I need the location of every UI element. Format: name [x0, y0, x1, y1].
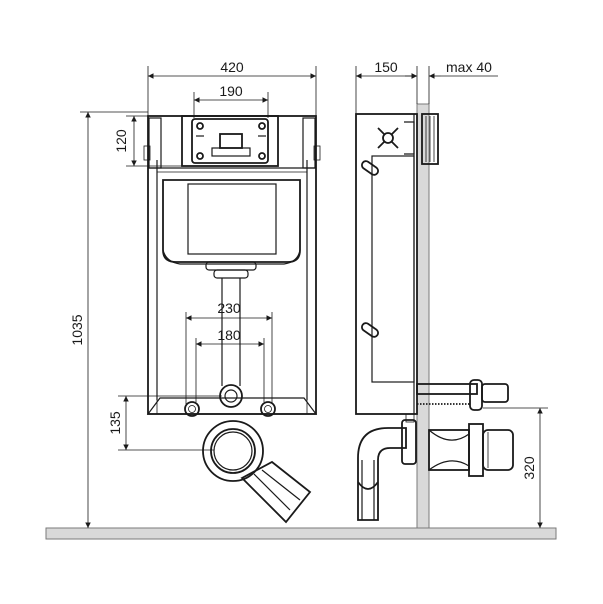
dimension-outlet-height: 135 — [107, 395, 222, 451]
frame-width-label: 420 — [220, 59, 244, 75]
side-frame — [355, 113, 418, 415]
dimension-frame-width: 420 — [147, 59, 317, 116]
wall — [416, 103, 430, 529]
total-height-label: 1035 — [69, 314, 85, 345]
side-depth-label: 150 — [374, 59, 398, 75]
dimension-side-outlet-height: 320 — [483, 407, 548, 528]
drain-elbow — [202, 420, 312, 524]
outlet-width-outer-label: 230 — [217, 300, 241, 316]
dimension-outlet-width-inner: 180 — [195, 327, 265, 402]
side-view: 150 max 40 320 — [355, 59, 548, 528]
floor — [45, 527, 557, 540]
top-height-label: 120 — [113, 129, 129, 153]
dimension-side-depth: 150 — [355, 59, 418, 114]
side-outlet-height-label: 320 — [521, 456, 537, 480]
top-plate-width-label: 190 — [219, 83, 243, 99]
cistern — [162, 179, 301, 386]
dimension-max-depth: max 40 — [405, 59, 498, 104]
dimension-top-plate-width: 190 — [193, 83, 269, 118]
dimension-top-height: 120 — [113, 115, 182, 167]
frame-outer — [147, 115, 317, 415]
max-depth-label: max 40 — [446, 59, 492, 75]
dimension-total-height: 1035 — [69, 111, 148, 528]
mounting-plate — [181, 115, 279, 167]
side-top-bracket — [377, 121, 415, 155]
side-flush-connection — [416, 379, 509, 411]
floor-and-wall — [45, 103, 557, 540]
front-view: 420 190 120 1035 230 — [69, 59, 321, 528]
outlet-width-inner-label: 180 — [217, 327, 241, 343]
side-drain-elbow — [357, 413, 514, 521]
outlet-height-label: 135 — [107, 411, 123, 435]
dimension-outlet-width-outer: 230 — [185, 300, 273, 404]
